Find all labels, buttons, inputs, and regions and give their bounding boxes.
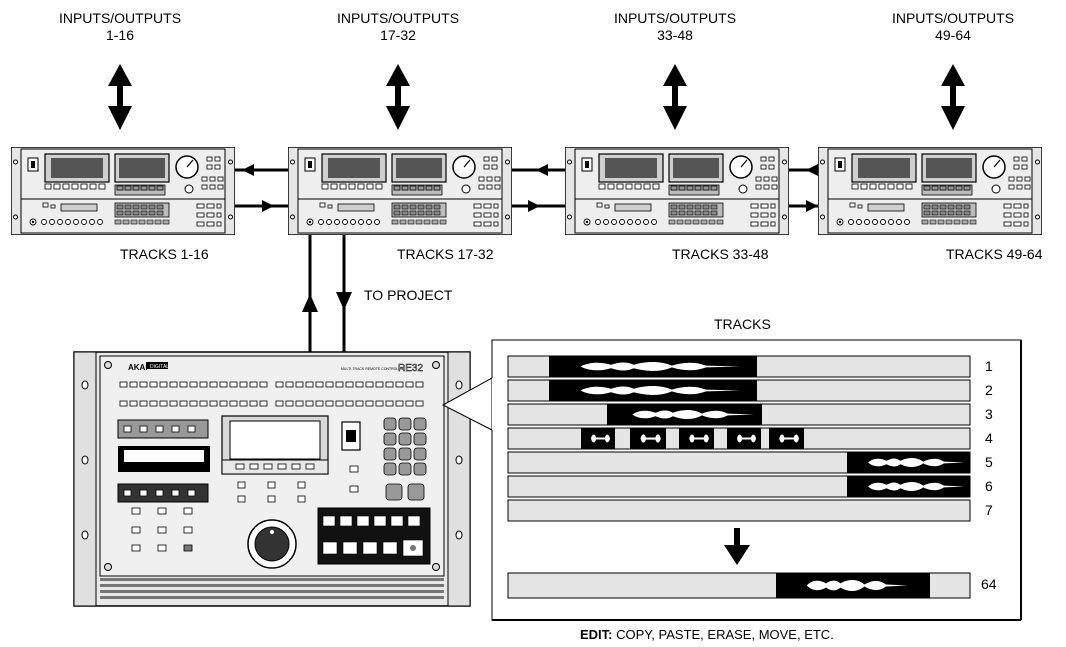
io-group-range: 1-16 bbox=[105, 27, 135, 43]
re32-controller bbox=[73, 351, 471, 607]
controller-brand: AKAI bbox=[128, 363, 148, 372]
controller-brand-tag: DIGITAL bbox=[150, 364, 169, 370]
track-number: 1 bbox=[985, 358, 993, 374]
recorder-unit-3 bbox=[565, 147, 789, 235]
track-number: 7 bbox=[985, 502, 993, 518]
sync-links bbox=[235, 164, 818, 212]
io-arrow-3 bbox=[663, 64, 687, 130]
tracks-label-1: TRACKS 1-16 bbox=[120, 246, 209, 262]
track-number: 3 bbox=[985, 406, 993, 422]
io-arrow-4 bbox=[941, 64, 965, 130]
io-arrow-2 bbox=[386, 64, 410, 130]
io-group-1: INPUTS/OUTPUTS 1-16 bbox=[56, 10, 184, 44]
io-arrow-1 bbox=[108, 64, 132, 130]
io-group-2: INPUTS/OUTPUTS 17-32 bbox=[334, 10, 462, 44]
tracks-label-4: TRACKS 49-64 bbox=[946, 246, 1043, 262]
track-number: 4 bbox=[985, 430, 993, 446]
tracks-panel bbox=[491, 339, 1022, 621]
io-group-4: INPUTS/OUTPUTS 49-64 bbox=[889, 10, 1017, 44]
controller-subtitle: MULTI-TRACK REMOTE CONTROLLER bbox=[341, 367, 406, 371]
recorder-unit-1 bbox=[11, 147, 235, 235]
track-number: 2 bbox=[985, 382, 993, 398]
edit-label: EDIT: bbox=[580, 627, 613, 642]
controller-model: RE32 bbox=[398, 363, 423, 374]
io-group-range: 49-64 bbox=[935, 27, 971, 43]
tracks-label-2: TRACKS 17-32 bbox=[397, 246, 494, 262]
recorder-unit-4 bbox=[818, 147, 1042, 235]
track-number: 6 bbox=[985, 478, 993, 494]
edit-text: COPY, PASTE, ERASE, MOVE, ETC. bbox=[616, 627, 834, 642]
io-group-range: 17-32 bbox=[380, 27, 416, 43]
io-group-title: INPUTS/OUTPUTS bbox=[336, 10, 460, 26]
io-group-range: 33-48 bbox=[657, 27, 693, 43]
track-number-last: 64 bbox=[981, 576, 997, 592]
to-project-label: TO PROJECT bbox=[364, 287, 453, 303]
edit-caption: EDIT: COPY, PASTE, ERASE, MOVE, ETC. bbox=[580, 627, 834, 642]
io-group-3: INPUTS/OUTPUTS 33-48 bbox=[611, 10, 739, 44]
controller-link bbox=[302, 235, 352, 352]
io-group-title: INPUTS/OUTPUTS bbox=[613, 10, 737, 26]
io-group-title: INPUTS/OUTPUTS bbox=[891, 10, 1015, 26]
tracks-label-3: TRACKS 33-48 bbox=[672, 246, 769, 262]
tracks-panel-title: TRACKS bbox=[714, 316, 771, 332]
io-group-title: INPUTS/OUTPUTS bbox=[58, 10, 182, 26]
recorder-unit-2 bbox=[288, 147, 512, 235]
track-button-rows bbox=[119, 381, 424, 407]
track-number: 5 bbox=[985, 454, 993, 470]
